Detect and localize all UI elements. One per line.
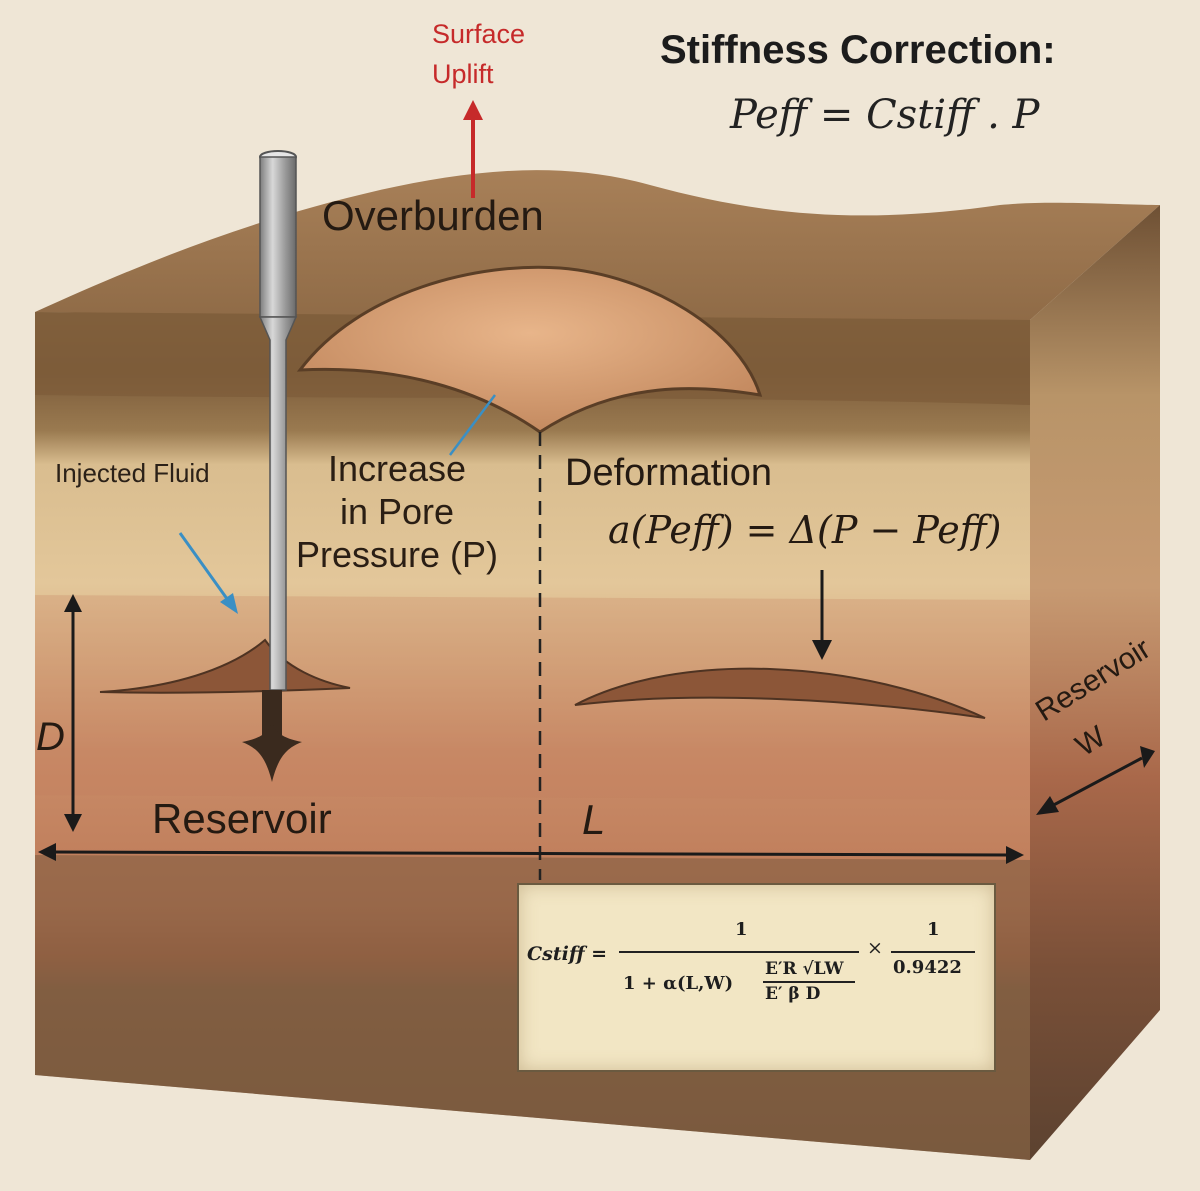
pore-pressure-label: Increase in Pore Pressure (P) bbox=[296, 448, 499, 575]
reservoir-label: Reservoir bbox=[152, 795, 332, 842]
formula-denominator-1: 1 + α(L,W) bbox=[623, 973, 734, 994]
deformation-title: Deformation bbox=[565, 452, 772, 494]
stiffness-formula-box: Cstiff = 1 1 + α(L,W) E′R √LW E′ β D × 1… bbox=[517, 883, 996, 1072]
diagram-title: Stiffness Correction: bbox=[660, 28, 1056, 72]
injection-arrow bbox=[178, 532, 232, 604]
depth-label: D bbox=[36, 715, 65, 759]
surface-uplift-label: Surface Uplift bbox=[432, 19, 526, 89]
formula-denominator-2: 0.9422 bbox=[893, 957, 962, 978]
well-tip bbox=[242, 720, 302, 782]
length-label: L bbox=[582, 796, 606, 843]
length-arrow bbox=[51, 850, 1011, 857]
block-side-face bbox=[1030, 205, 1160, 1160]
well-pipe bbox=[259, 156, 297, 318]
overburden-label: Overburden bbox=[322, 192, 544, 239]
ground-surface bbox=[35, 170, 1160, 327]
formula-fraction-bar-1 bbox=[619, 951, 859, 953]
formula-ratio-top: E′R √LW bbox=[765, 959, 844, 979]
pore-pressure-leader bbox=[449, 394, 496, 456]
width-arrow bbox=[1047, 756, 1143, 810]
formula-numerator-2: 1 bbox=[927, 919, 940, 940]
formula-times: × bbox=[867, 937, 883, 959]
uplift-dome bbox=[296, 265, 763, 434]
formula-lhs: Cstiff = bbox=[527, 943, 608, 965]
title-equation: Peff = Cstiff . P bbox=[730, 92, 1040, 138]
deformation-lens bbox=[574, 667, 986, 719]
deformation-equation: a(Peff) = Δ(P − Peff) bbox=[608, 508, 1002, 552]
injected-fluid-label: Injected Fluid bbox=[55, 458, 210, 488]
formula-ratio-bar bbox=[763, 981, 855, 983]
formula-ratio-bottom: E′ β D bbox=[765, 984, 821, 1004]
injection-lens bbox=[99, 638, 351, 694]
formula-numerator-1: 1 bbox=[735, 919, 748, 940]
well-casing bbox=[262, 690, 282, 735]
formula-fraction-bar-2 bbox=[891, 951, 975, 953]
